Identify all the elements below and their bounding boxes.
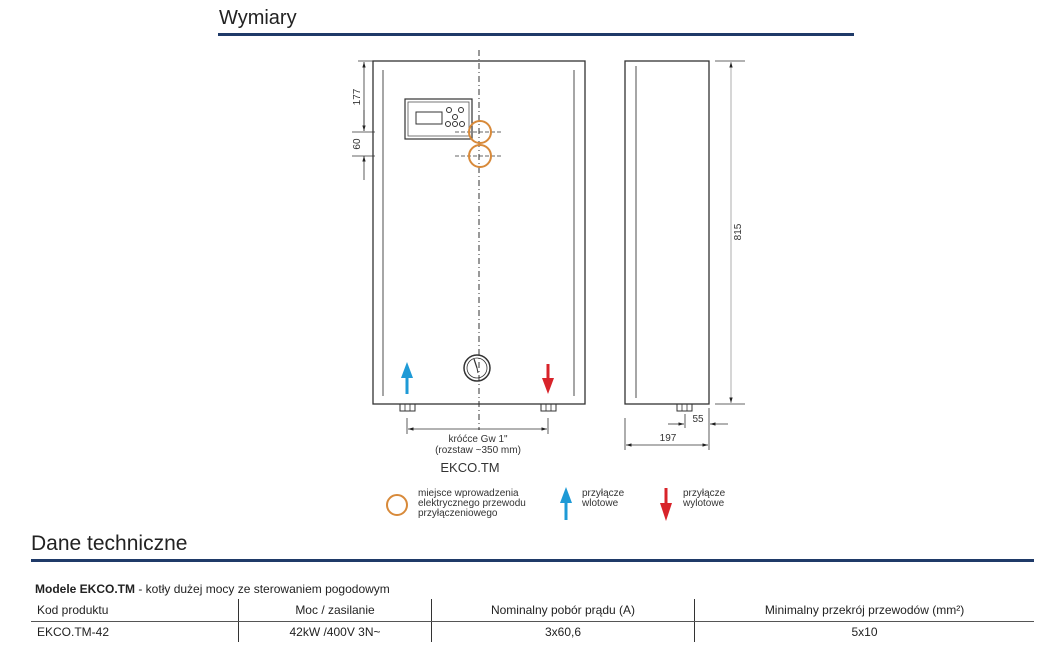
legend-electric-line3: przyłączeniowego xyxy=(418,508,498,519)
outlet-stub xyxy=(540,403,557,412)
table-caption: Modele EKCO.TM - kotły dużej mocy ze ste… xyxy=(35,582,390,596)
cell-min-cable-section: 5x10 xyxy=(694,621,1034,642)
dim-197: 197 xyxy=(660,433,677,444)
front-view: króćce Gw 1" (rozstaw ~350 mm) EKCO.TM 1… xyxy=(352,50,586,475)
spec-table: Kod produktu Moc / zasilanie Nominalny p… xyxy=(31,599,1034,642)
electric-entry-upper-icon xyxy=(468,120,492,144)
connectors-label: króćce Gw 1" xyxy=(448,434,508,445)
dim-177: 177 xyxy=(352,88,363,105)
side-housing xyxy=(624,60,710,405)
table-header-row: Kod produktu Moc / zasilanie Nominalny p… xyxy=(31,599,1034,622)
table-row: EKCO.TM-42 42kW /400V 3N~ 3x60,6 5x10 xyxy=(31,621,1034,642)
side-stub xyxy=(676,403,693,412)
header-product-code: Kod produktu xyxy=(31,599,239,622)
dimension-drawing: króćce Gw 1" (rozstaw ~350 mm) EKCO.TM 1… xyxy=(352,50,745,521)
header-min-cable-section: Minimalny przekrój przewodów (mm²) xyxy=(694,599,1034,622)
legend-inlet-line1: przyłącze xyxy=(582,488,625,499)
legend-inlet-line2: wlotowe xyxy=(581,498,619,509)
dimensions-section-title: Wymiary xyxy=(219,7,297,29)
legend-outlet-line2: wylotowe xyxy=(682,498,725,509)
pressure-gauge-icon xyxy=(463,354,491,382)
legend-electric-line2: elektrycznego przewodu xyxy=(418,498,526,509)
legend-outlet-line1: przyłącze xyxy=(683,488,726,499)
dim-815: 815 xyxy=(733,223,744,240)
electric-entry-lower-icon xyxy=(468,144,492,168)
outlet-arrow-icon xyxy=(542,364,554,394)
cell-power-supply: 42kW /400V 3N~ xyxy=(238,621,432,642)
dim-60: 60 xyxy=(352,138,363,150)
technical-section-title: Dane techniczne xyxy=(31,532,188,555)
inlet-arrow-icon xyxy=(401,362,413,394)
cell-product-code: EKCO.TM-42 xyxy=(37,625,110,639)
dimensions-title-rule xyxy=(218,33,854,36)
side-view: 815 55 197 xyxy=(624,60,745,450)
connectors-spacing-label: (rozstaw ~350 mm) xyxy=(435,445,521,456)
header-nominal-current: Nominalny pobór prądu (A) xyxy=(431,599,695,622)
model-label: EKCO.TM xyxy=(440,460,499,475)
legend-inlet-arrow-icon xyxy=(560,487,572,520)
inlet-stub xyxy=(399,403,416,412)
header-power-supply: Moc / zasilanie xyxy=(238,599,432,622)
dim-55: 55 xyxy=(692,414,704,425)
legend-electric-entry-icon xyxy=(386,494,408,516)
technical-title-rule xyxy=(31,559,1034,562)
legend: miejsce wprowadzenia elektrycznego przew… xyxy=(386,487,726,521)
legend-electric-line1: miejsce wprowadzenia xyxy=(418,488,519,499)
table-caption-description: - kotły dużej mocy ze sterowaniem pogodo… xyxy=(135,582,390,596)
cell-nominal-current: 3x60,6 xyxy=(431,621,695,642)
controller-panel-icon xyxy=(404,98,473,140)
table-caption-models: Modele EKCO.TM xyxy=(35,582,136,596)
legend-outlet-arrow-icon xyxy=(660,488,672,521)
